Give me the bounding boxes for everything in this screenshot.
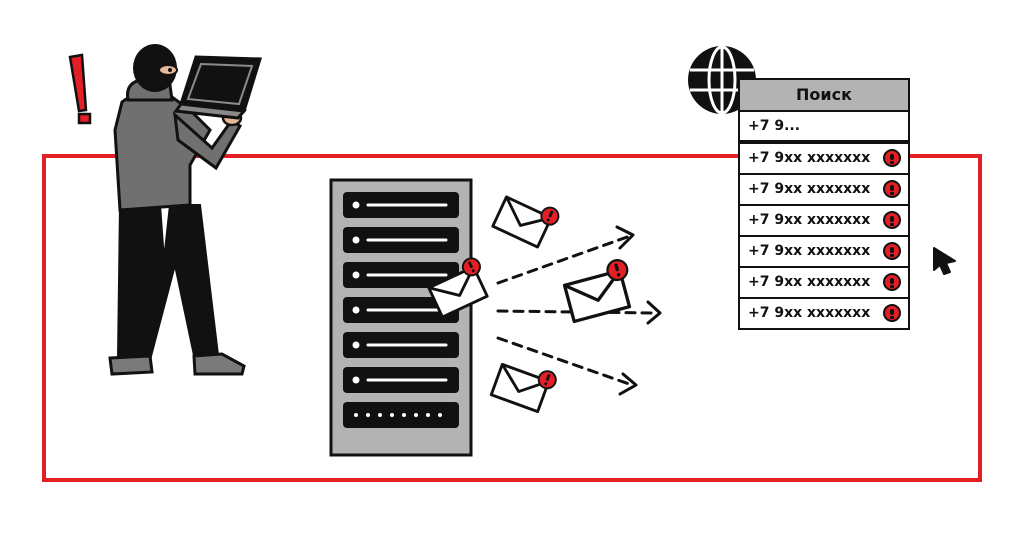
warning-icon bbox=[537, 370, 557, 390]
warning-icon bbox=[883, 304, 901, 322]
warning-icon bbox=[606, 259, 629, 282]
warning-icon bbox=[540, 206, 560, 226]
envelope-icon bbox=[427, 257, 489, 319]
result-number: +7 9xx xxxxxxx bbox=[748, 150, 871, 166]
result-row[interactable]: +7 9xx xxxxxxx bbox=[740, 237, 908, 268]
server-slot bbox=[343, 402, 459, 428]
result-row[interactable]: +7 9xx xxxxxxx bbox=[740, 144, 908, 175]
exclamation-icon bbox=[68, 53, 92, 125]
result-number: +7 9xx xxxxxxx bbox=[748, 305, 871, 321]
result-number: +7 9xx xxxxxxx bbox=[748, 274, 871, 290]
warning-icon bbox=[883, 242, 901, 260]
result-row[interactable]: +7 9xx xxxxxxx bbox=[740, 299, 908, 328]
warning-icon bbox=[883, 273, 901, 291]
hacker-figure bbox=[108, 44, 246, 376]
server-slot bbox=[343, 297, 459, 323]
server-slot bbox=[343, 367, 459, 393]
search-input[interactable]: +7 9... bbox=[740, 112, 908, 144]
server-slot bbox=[343, 262, 459, 288]
search-panel: Поиск +7 9... +7 9xx xxxxxxx +7 9xx xxxx… bbox=[738, 78, 910, 330]
panel-title: Поиск bbox=[740, 80, 908, 112]
result-row[interactable]: +7 9xx xxxxxxx bbox=[740, 206, 908, 237]
cursor-icon bbox=[933, 247, 956, 275]
red-frame bbox=[42, 154, 982, 482]
result-row[interactable]: +7 9xx xxxxxxx bbox=[740, 175, 908, 206]
envelope-icon bbox=[562, 259, 632, 324]
warning-icon bbox=[883, 211, 901, 229]
warning-icon bbox=[883, 149, 901, 167]
result-row[interactable]: +7 9xx xxxxxxx bbox=[740, 268, 908, 299]
results-list: +7 9xx xxxxxxx +7 9xx xxxxxxx +7 9xx xxx… bbox=[740, 144, 908, 328]
warning-icon bbox=[461, 257, 481, 277]
server-rack-icon bbox=[329, 178, 473, 457]
server-slot bbox=[343, 227, 459, 253]
laptop-icon bbox=[173, 55, 263, 120]
result-number: +7 9xx xxxxxxx bbox=[748, 212, 871, 228]
server-slot bbox=[343, 332, 459, 358]
warning-icon bbox=[883, 180, 901, 198]
result-number: +7 9xx xxxxxxx bbox=[748, 181, 871, 197]
result-number: +7 9xx xxxxxxx bbox=[748, 243, 871, 259]
server-slot bbox=[343, 192, 459, 218]
envelope-icon bbox=[491, 195, 560, 249]
envelope-icon bbox=[489, 362, 557, 414]
